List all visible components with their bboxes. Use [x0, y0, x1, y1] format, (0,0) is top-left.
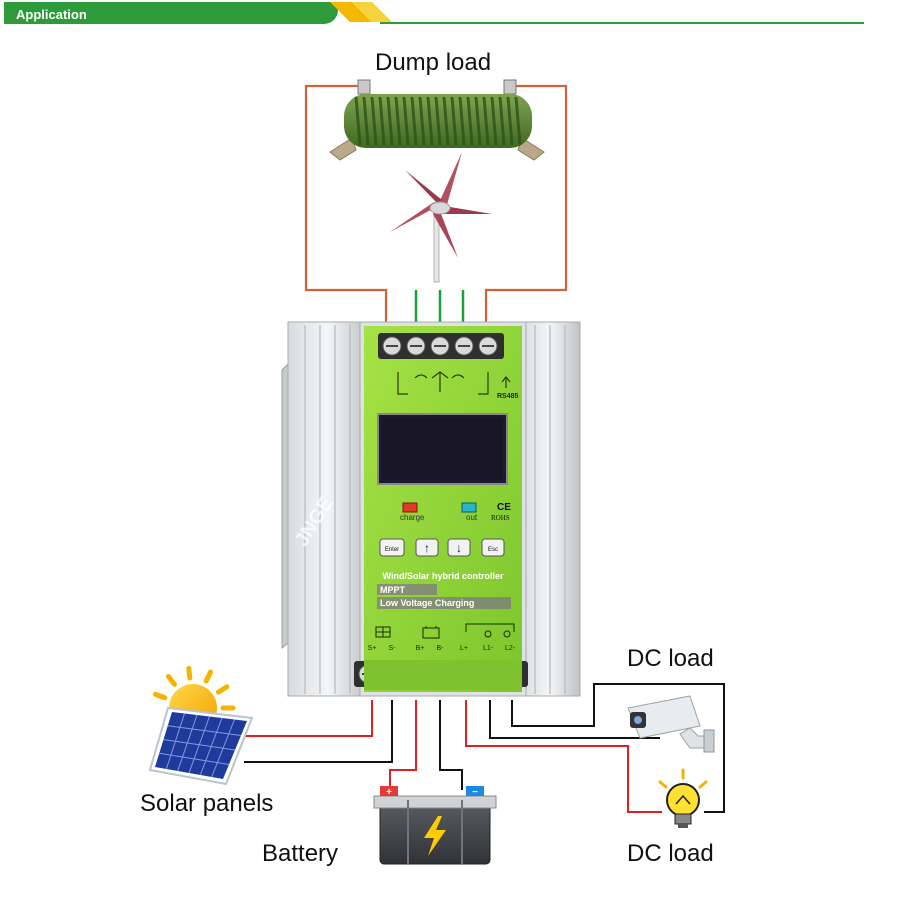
battery-label: Battery [262, 840, 339, 867]
terminal-screw [382, 336, 402, 356]
rohs-mark: ROHS [491, 514, 510, 522]
header-line [380, 22, 864, 24]
enter-button-label: Enter [385, 547, 399, 553]
out-led-label: out [466, 513, 478, 522]
battery: + − [373, 786, 497, 865]
charge-led [402, 502, 418, 513]
header-decoration [330, 2, 392, 22]
terminal-label: B+ [416, 645, 425, 652]
dc-load-top-label: DC load [627, 645, 714, 672]
wind-turbine [390, 152, 492, 283]
down-arrow-icon: ↓ [456, 541, 462, 555]
bottom-wires [244, 683, 725, 813]
dump-load-label: Dump load [375, 49, 492, 76]
battery-plus-mark: + [386, 787, 392, 798]
lightning-icon [424, 816, 446, 856]
terminal-label: S+ [368, 645, 377, 652]
enter-button[interactable]: Enter [379, 538, 405, 557]
terminal-label: L1- [483, 645, 494, 652]
terminal-screw [454, 336, 474, 356]
rs485-label: RS485 [497, 393, 519, 400]
dump-load-resistor [329, 79, 545, 161]
charge-led-label: charge [400, 513, 425, 522]
dump-load-wires [304, 84, 568, 322]
top-terminal-block [378, 333, 504, 359]
up-arrow-icon: ↑ [424, 541, 430, 555]
feature-mppt: MPPT [380, 585, 406, 595]
solar-panel [148, 665, 254, 786]
dc-load-bottom-label: DC load [627, 840, 714, 867]
esc-button-label: Esc [488, 547, 498, 553]
cctv-camera-icon [627, 695, 715, 753]
solar-panels-label: Solar panels [140, 790, 274, 817]
controller [281, 321, 581, 697]
feature-low-voltage: Low Voltage Charging [380, 598, 474, 608]
out-led [461, 502, 477, 513]
terminal-label: B- [437, 645, 445, 652]
terminal-labels: S+ S- B+ B- L+ L1- L2- [368, 645, 516, 652]
terminal-label: L2- [505, 645, 516, 652]
terminal-screw [406, 336, 426, 356]
wind-input-wires [414, 290, 465, 322]
terminal-label: S- [389, 645, 397, 652]
battery-minus-mark: − [472, 787, 478, 798]
product-title: Wind/Solar hybrid controller [383, 571, 504, 581]
esc-button[interactable]: Esc [481, 538, 505, 557]
down-button[interactable]: ↓ [447, 538, 471, 557]
terminal-screw [478, 336, 498, 356]
ce-mark: CE [497, 502, 511, 513]
header-tab: Application [4, 2, 338, 24]
up-button[interactable]: ↑ [415, 538, 439, 557]
header-title: Application [16, 7, 87, 22]
light-bulb-icon [658, 768, 708, 828]
terminal-label: L+ [460, 645, 468, 652]
terminal-screw [430, 336, 450, 356]
